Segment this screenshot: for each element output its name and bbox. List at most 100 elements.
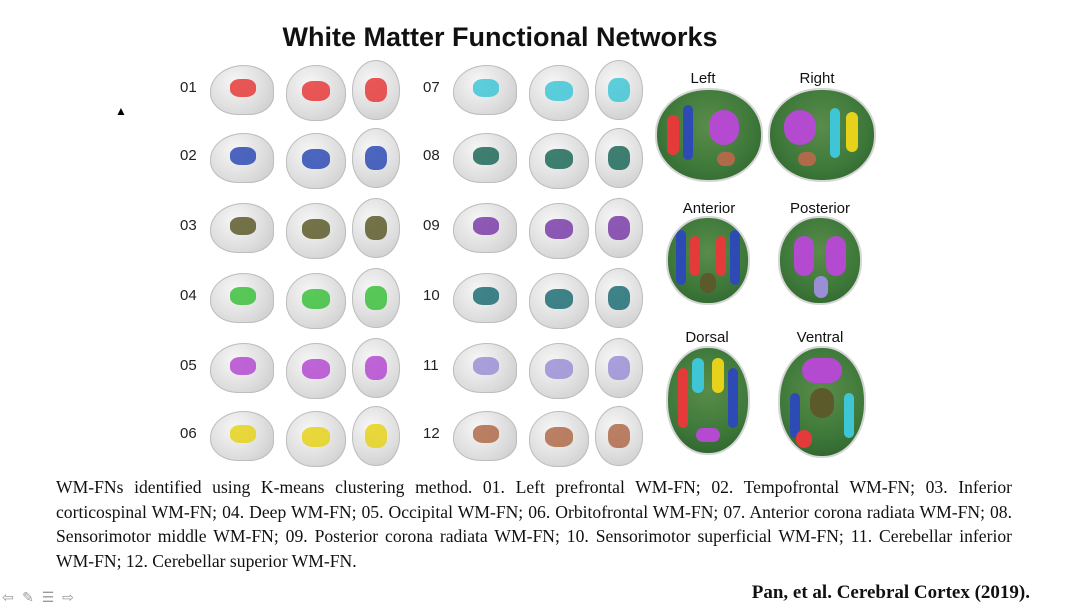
brain-sagittal-view [453,411,517,461]
brain-posterior-view [780,218,860,303]
network-highlight [230,217,256,235]
brain-sagittal-view [210,203,274,253]
network-highlight [302,81,330,101]
network-number-label: 08 [423,147,440,164]
figure-caption: WM-FNs identified using K-means clusteri… [56,477,1012,571]
network-number-label: 06 [180,425,197,442]
brain-coronal-view [286,133,346,189]
brain-sagittal-view [210,411,274,461]
network-highlight [545,219,573,239]
brain-sagittal-view [453,343,517,393]
network-highlight [473,79,499,97]
view-label-ventral: Ventral [796,329,844,346]
brain-anterior-view [668,218,748,303]
prev-arrow-icon[interactable]: ⇦ [2,589,14,605]
network-highlight [545,149,573,169]
brain-coronal-view [286,273,346,329]
brain-sagittal-view [453,65,517,115]
brain-axial-view [352,268,400,328]
brain-right-view [770,90,874,180]
view-label-dorsal: Dorsal [685,329,729,346]
network-highlight [545,289,573,309]
brain-coronal-view [286,65,346,121]
network-number-label: 11 [423,357,439,374]
network-highlight [473,287,499,305]
view-label-left: Left [690,70,716,87]
brain-ventral-view [780,348,864,456]
brain-axial-view [352,60,400,120]
brain-axial-view [595,406,643,466]
brain-coronal-view [529,65,589,121]
network-highlight [473,217,499,235]
brain-left-view [657,90,761,180]
brain-sagittal-view [210,273,274,323]
network-number-label: 04 [180,287,197,304]
network-highlight [230,425,256,443]
brain-sagittal-view [210,133,274,183]
network-highlight [365,424,387,448]
network-highlight [608,356,630,380]
network-highlight [302,219,330,239]
network-highlight [545,427,573,447]
network-highlight [230,287,256,305]
brain-axial-view [595,198,643,258]
network-highlight [302,149,330,169]
network-highlight [608,216,630,240]
network-highlight [473,147,499,165]
brain-coronal-view [529,411,589,467]
view-label-right: Right [799,70,835,87]
slide-title: White Matter Functional Networks [282,22,718,52]
view-label-posterior: Posterior [789,200,851,217]
brain-axial-view [595,60,643,120]
brain-sagittal-view [210,343,274,393]
network-number-label: 05 [180,357,197,374]
network-highlight [473,357,499,375]
network-highlight [302,359,330,379]
brain-dorsal-view [668,348,748,453]
network-highlight [608,286,630,310]
brain-axial-view [352,128,400,188]
brain-axial-view [352,198,400,258]
network-highlight [473,425,499,443]
network-number-label: 07 [423,79,440,96]
network-highlight [608,424,630,448]
brain-sagittal-view [210,65,274,115]
network-highlight [608,146,630,170]
citation: Pan, et al. Cerebral Cortex (2019). [751,582,1030,603]
brain-axial-view [352,406,400,466]
network-highlight [365,216,387,240]
network-number-label: 09 [423,217,440,234]
brain-coronal-view [529,133,589,189]
network-highlight [302,427,330,447]
next-arrow-icon[interactable]: ⇨ [62,589,74,605]
network-highlight [365,78,387,102]
pen-icon[interactable]: ✎ [22,589,34,605]
brain-axial-view [595,268,643,328]
network-highlight [230,147,256,165]
network-number-label: 12 [423,425,440,442]
slide-navigation: ⇦ ✎ ☰ ⇨ [0,589,76,606]
network-number-label: 01 [180,79,197,96]
brain-coronal-view [529,203,589,259]
network-highlight [230,357,256,375]
brain-coronal-view [286,203,346,259]
menu-icon[interactable]: ☰ [41,589,55,605]
brain-sagittal-view [453,133,517,183]
mouse-cursor-icon: ▲ [115,104,127,118]
brain-axial-view [595,338,643,398]
brain-axial-view [595,128,643,188]
network-highlight [365,356,387,380]
view-label-anterior: Anterior [682,200,736,217]
brain-coronal-view [529,343,589,399]
network-highlight [545,359,573,379]
brain-coronal-view [529,273,589,329]
network-highlight [545,81,573,101]
brain-sagittal-view [453,203,517,253]
network-highlight [230,79,256,97]
brain-coronal-view [286,343,346,399]
brain-sagittal-view [453,273,517,323]
network-highlight [608,78,630,102]
brain-axial-view [352,338,400,398]
network-number-label: 02 [180,147,197,164]
network-number-label: 10 [423,287,440,304]
